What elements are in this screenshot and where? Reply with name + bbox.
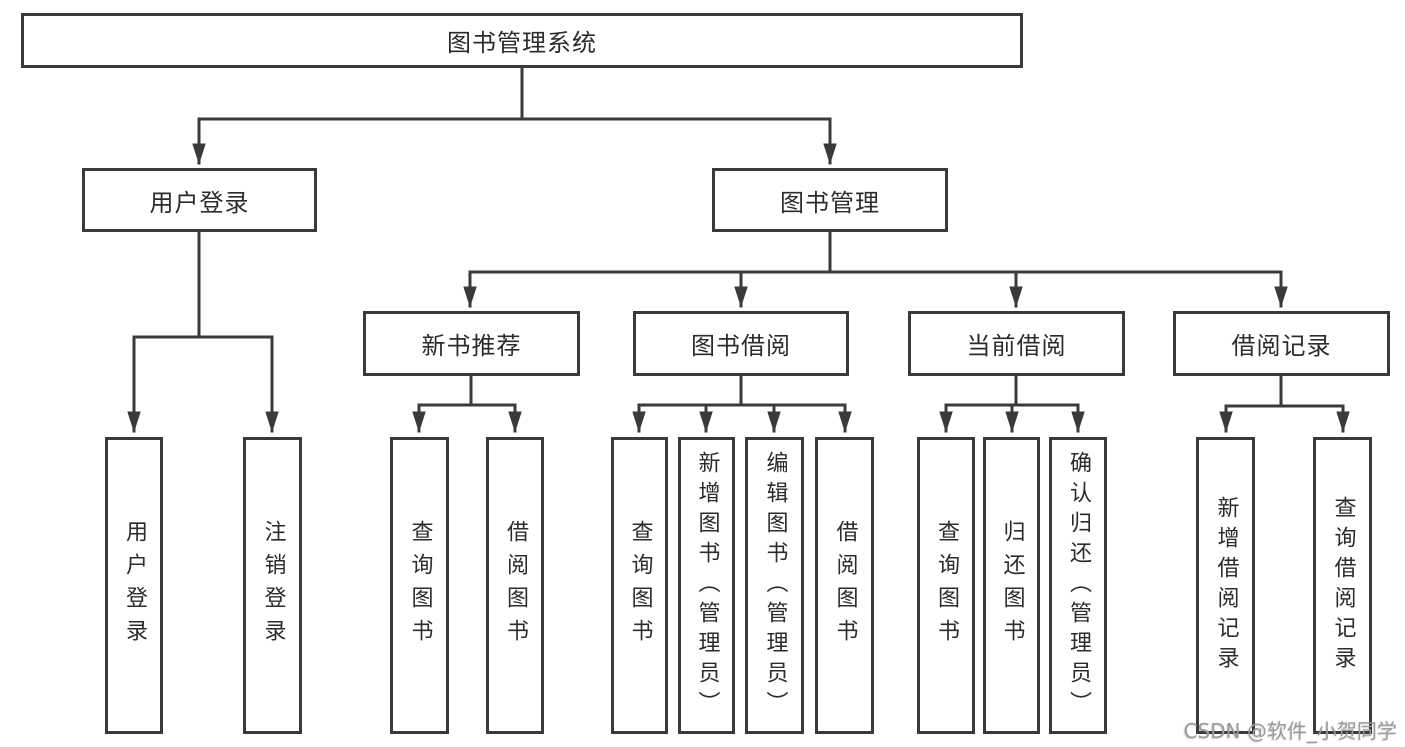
- node-user-login-branch-label: 用户登录: [149, 188, 250, 217]
- node-borrow-records: 借阅记录: [1173, 311, 1390, 376]
- leaf-borrow-book-recommend: 借阅图书: [486, 437, 544, 734]
- node-root-library-system: 图书管理系统: [21, 13, 1023, 68]
- node-book-borrow: 图书借阅: [633, 311, 849, 376]
- node-book-management-branch-label: 图书管理: [780, 188, 880, 217]
- leaf-add-book-admin-label: 新增图书（管理员）: [694, 450, 720, 721]
- leaf-query-borrow-record: 查询借阅记录: [1313, 437, 1372, 734]
- node-new-book-recommend: 新书推荐: [363, 311, 580, 376]
- node-current-borrow: 当前借阅: [908, 311, 1125, 376]
- leaf-query-book-recommend: 查询图书: [390, 437, 449, 734]
- leaf-borrow-book: 借阅图书: [815, 437, 874, 734]
- leaf-query-book-recommend-label: 查询图书: [407, 519, 433, 652]
- leaf-logout-label: 注销登录: [260, 519, 286, 652]
- leaf-query-book-borrow: 查询图书: [611, 437, 668, 734]
- leaf-return-book-label: 归还图书: [999, 519, 1025, 652]
- node-root-label: 图书管理系统: [447, 29, 597, 57]
- node-book-management-branch: 图书管理: [712, 168, 948, 232]
- node-user-login-branch: 用户登录: [82, 168, 317, 232]
- leaf-borrow-book-recommend-label: 借阅图书: [503, 519, 528, 652]
- leaf-add-borrow-record: 新增借阅记录: [1196, 437, 1255, 734]
- leaf-user-login-label: 用户登录: [122, 519, 147, 652]
- node-current-borrow-label: 当前借阅: [966, 332, 1067, 360]
- leaf-borrow-book-label: 借阅图书: [832, 519, 858, 652]
- leaf-user-login: 用户登录: [105, 437, 163, 734]
- leaf-query-book-current: 查询图书: [917, 437, 975, 734]
- leaf-query-borrow-record-label: 查询借阅记录: [1330, 495, 1356, 676]
- leaf-edit-book-admin-label: 编辑图书（管理员）: [762, 450, 788, 721]
- node-borrow-records-label: 借阅记录: [1231, 332, 1332, 360]
- node-book-borrow-label: 图书借阅: [691, 332, 791, 360]
- leaf-return-book: 归还图书: [983, 437, 1040, 734]
- leaf-confirm-return-admin-label: 确认归还（管理员）: [1066, 450, 1091, 721]
- leaf-logout: 注销登录: [243, 437, 302, 734]
- leaf-add-borrow-record-label: 新增借阅记录: [1213, 495, 1239, 676]
- leaf-query-book-current-label: 查询图书: [934, 519, 959, 652]
- leaf-add-book-admin: 新增图书（管理员）: [678, 437, 735, 734]
- leaf-query-book-borrow-label: 查询图书: [627, 519, 653, 652]
- csdn-watermark: CSDN @软件_小贺同学: [1183, 719, 1397, 743]
- node-new-book-recommend-label: 新书推荐: [421, 332, 522, 360]
- leaf-edit-book-admin: 编辑图书（管理员）: [745, 437, 804, 734]
- leaf-confirm-return-admin: 确认归还（管理员）: [1049, 437, 1107, 734]
